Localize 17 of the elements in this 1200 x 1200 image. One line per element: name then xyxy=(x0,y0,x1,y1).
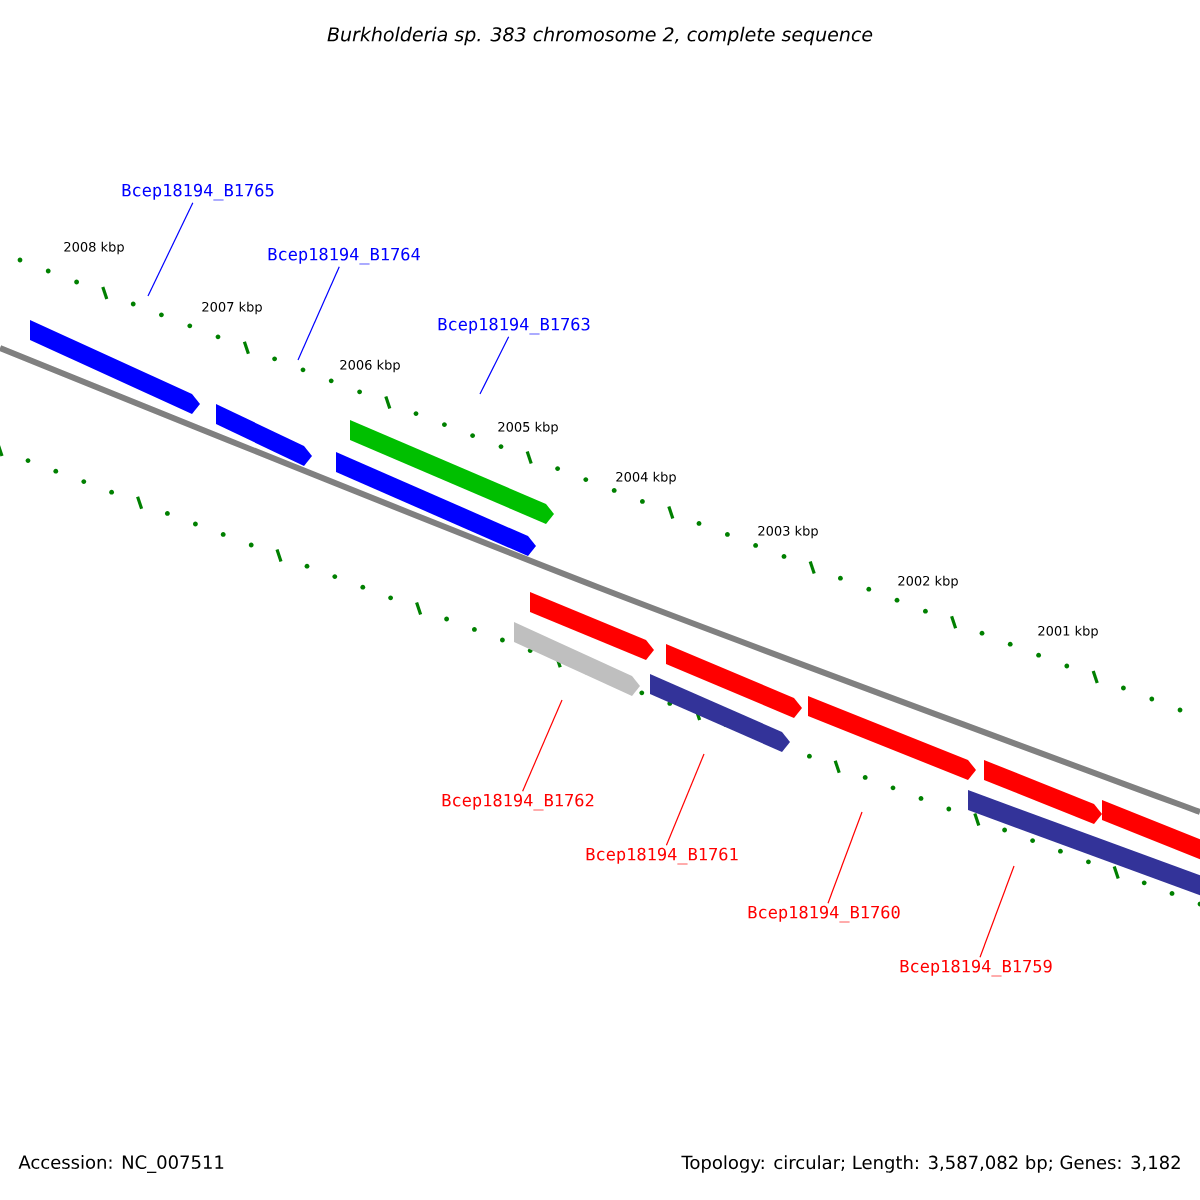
gene-label: Bcep18194_B1763 xyxy=(438,317,590,335)
gene-label: Bcep18194_B1761 xyxy=(586,847,738,865)
leader-line xyxy=(147,202,194,297)
gene-label: Bcep18194_B1760 xyxy=(748,905,900,923)
gene-label: Bcep18194_B1762 xyxy=(442,793,594,811)
title: Burkholderia sp. 383 chromosome 2, complete sequence xyxy=(327,26,873,46)
summary-text: Topology: circular; Length: 3,587,082 bp; Genes: 3,182 xyxy=(681,1155,1180,1173)
leader-line xyxy=(522,699,563,792)
accession-text: Accession: NC_007511 xyxy=(18,1155,224,1173)
gene-label: Bcep18194_B1764 xyxy=(268,247,420,265)
leader-line xyxy=(827,811,863,904)
leader-line xyxy=(665,753,705,846)
gene-label: Bcep18194_B1765 xyxy=(122,183,274,201)
leader-line xyxy=(479,336,510,395)
gene-label: Bcep18194_B1759 xyxy=(900,959,1052,977)
leader-line xyxy=(297,266,340,361)
leader-line xyxy=(979,865,1015,958)
